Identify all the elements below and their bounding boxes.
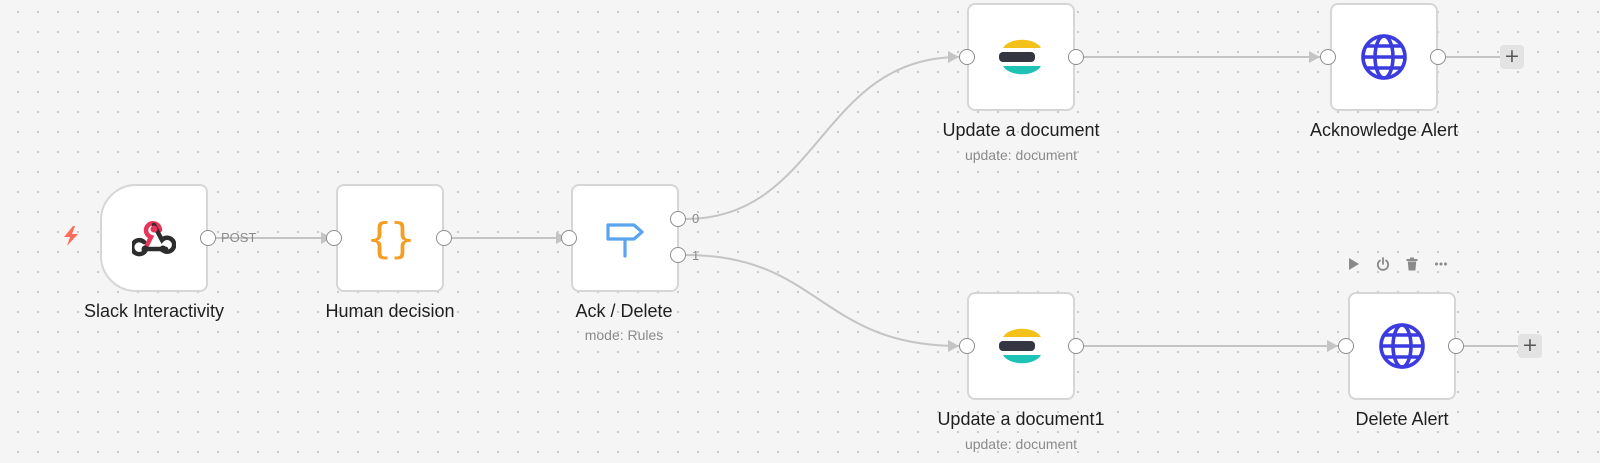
input-handle[interactable] [561, 230, 577, 246]
node-update-a-document1[interactable] [967, 292, 1075, 400]
arrowhead [1309, 51, 1320, 63]
node-ack-delete[interactable] [571, 184, 679, 292]
output-handle[interactable] [1068, 49, 1084, 65]
output-handle[interactable] [200, 230, 216, 246]
edge-label-post: POST [221, 230, 257, 245]
output-handle[interactable] [1448, 338, 1464, 354]
arrowhead [948, 51, 959, 63]
output-label-0: 0 [692, 211, 700, 226]
more-icon[interactable] [1434, 257, 1448, 271]
elasticsearch-icon [999, 39, 1041, 75]
add-node-button[interactable]: + [1500, 45, 1524, 69]
webhook-icon [132, 221, 176, 257]
signpost-icon [606, 223, 644, 258]
node-delete-alert[interactable] [1348, 292, 1456, 400]
output-handle[interactable] [1430, 49, 1446, 65]
node-label: Update a document [942, 120, 1100, 140]
input-handle[interactable] [959, 338, 975, 354]
power-icon[interactable] [1376, 257, 1390, 271]
input-handle[interactable] [1320, 49, 1336, 65]
node-slack-interactivity[interactable] [100, 184, 208, 292]
node-label: Slack Interactivity [83, 301, 225, 321]
globe-icon [1361, 34, 1407, 80]
node-sublabel: update: document [964, 147, 1078, 163]
arrowhead [948, 340, 959, 352]
node-acknowledge-alert[interactable] [1330, 3, 1438, 111]
arrowhead [1327, 340, 1338, 352]
node-label: Update a document1 [937, 409, 1105, 429]
output-handle-1[interactable] [670, 247, 686, 263]
output-handle[interactable] [1068, 338, 1084, 354]
node-label: Ack / Delete [575, 301, 673, 321]
globe-icon [1379, 323, 1425, 369]
node-sublabel: update: document [964, 436, 1078, 452]
input-handle[interactable] [1338, 338, 1354, 354]
add-node-button[interactable]: + [1518, 334, 1542, 358]
output-handle[interactable] [436, 230, 452, 246]
input-handle[interactable] [959, 49, 975, 65]
node-update-a-document[interactable] [967, 3, 1075, 111]
trash-icon[interactable] [1405, 257, 1419, 271]
play-icon[interactable] [1346, 257, 1360, 271]
output-label-1: 1 [692, 248, 700, 263]
node-human-decision[interactable]: {} [336, 184, 444, 292]
elasticsearch-icon [999, 328, 1041, 364]
curly-braces-icon: {} [366, 213, 416, 263]
output-handle-0[interactable] [670, 211, 686, 227]
node-label: Acknowledge Alert [1309, 120, 1459, 140]
edge-ack-output-0-to-update-document [685, 56, 960, 220]
lightning-bolt-icon [64, 226, 78, 246]
edge-ack-output-1-to-update-document1 [685, 254, 960, 347]
input-handle[interactable] [326, 230, 342, 246]
node-label: Delete Alert [1355, 409, 1449, 429]
node-sublabel: mode: Rules [584, 327, 664, 343]
node-label: Human decision [325, 301, 455, 321]
